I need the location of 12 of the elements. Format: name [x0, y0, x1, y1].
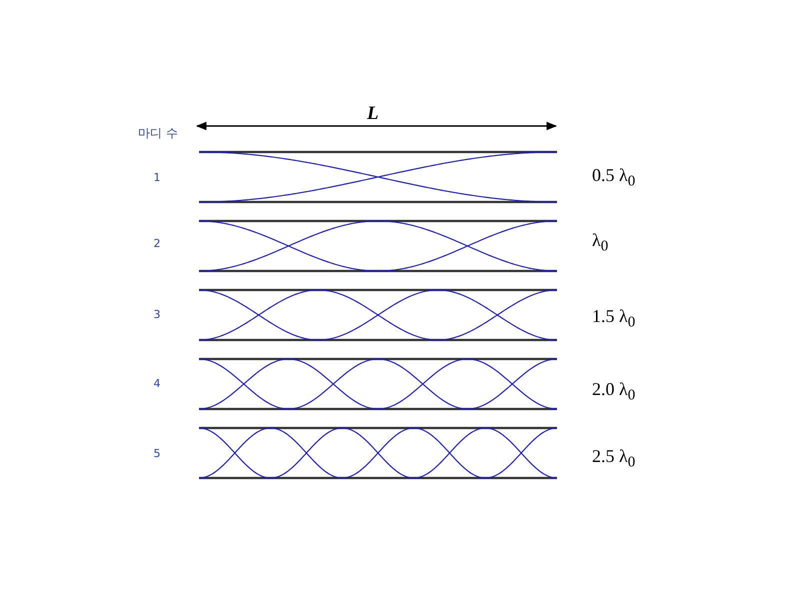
wavelength-label: 2.5 λ$_{0}$: [592, 447, 636, 471]
wavelength-label: λ$_{0}$: [592, 231, 608, 255]
node-count: 2: [154, 238, 160, 248]
wavelength-label: 2.0 λ$_{0}$: [592, 380, 636, 404]
node-count: 5: [154, 448, 160, 458]
node-count: 4: [154, 378, 160, 388]
wavelength-label: 1.5 λ$_{0}$: [592, 307, 636, 331]
node-count: 3: [154, 308, 160, 320]
wavelength-label: 0.5 λ$_{0}$: [592, 166, 636, 190]
node-count: 1: [154, 172, 160, 182]
dimension-label: L: [367, 104, 379, 122]
column-heading: 마디 수: [138, 127, 178, 139]
